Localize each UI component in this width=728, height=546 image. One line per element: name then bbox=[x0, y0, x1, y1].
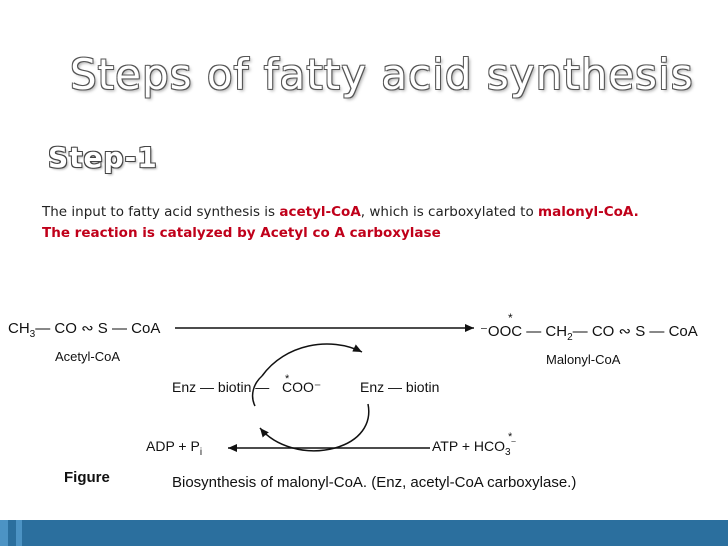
figure-caption: Biosynthesis of malonyl-CoA. (Enz, acety… bbox=[172, 474, 576, 491]
enz-biotin-coo-label: Enz — biotin — bbox=[172, 379, 269, 395]
figure-label: Figure bbox=[64, 469, 110, 486]
malonyl-coa-formula: ⁻OOC — CH2— CO ∾ S — CoA bbox=[480, 323, 698, 343]
adp-label: ADP + Pi bbox=[146, 438, 202, 458]
coo-label: COO⁻ bbox=[282, 379, 321, 395]
step-heading: Step-1 bbox=[48, 141, 158, 174]
acetyl-coa-formula: CH3— CO ∾ S — CoA bbox=[8, 320, 160, 340]
cycle-arc-top bbox=[261, 343, 363, 377]
malonyl-star: * bbox=[508, 311, 513, 325]
cycle-arc-right bbox=[334, 403, 370, 449]
bottom-accent-bar bbox=[0, 520, 728, 546]
cycle-arc-left bbox=[251, 375, 263, 407]
reaction-diagram: CH3— CO ∾ S — CoA Acetyl-CoA * ⁻OOC — CH… bbox=[8, 311, 698, 491]
bar-stripe bbox=[16, 520, 22, 546]
term-malonyl-coa: malonyl-CoA. The reaction is catalyzed b… bbox=[42, 204, 639, 241]
enz-biotin-label: Enz — biotin bbox=[360, 379, 439, 395]
acetyl-coa-label: Acetyl-CoA bbox=[55, 349, 120, 364]
paragraph-text-2: , which is carboxylated to bbox=[360, 204, 539, 220]
bar-stripe bbox=[0, 520, 8, 546]
atp-label: ATP + HCO3⁻ bbox=[432, 438, 517, 458]
description-paragraph: The input to fatty acid synthesis is ace… bbox=[42, 202, 662, 244]
hco3-star: * bbox=[508, 431, 513, 443]
term-acetyl-coa: acetyl-CoA bbox=[279, 204, 361, 220]
paragraph-text-1: The input to fatty acid synthesis is bbox=[42, 204, 280, 220]
malonyl-coa-label: Malonyl-CoA bbox=[546, 352, 621, 367]
slide-title: Steps of fatty acid synthesis bbox=[70, 50, 694, 99]
coo-star: * bbox=[285, 373, 290, 385]
